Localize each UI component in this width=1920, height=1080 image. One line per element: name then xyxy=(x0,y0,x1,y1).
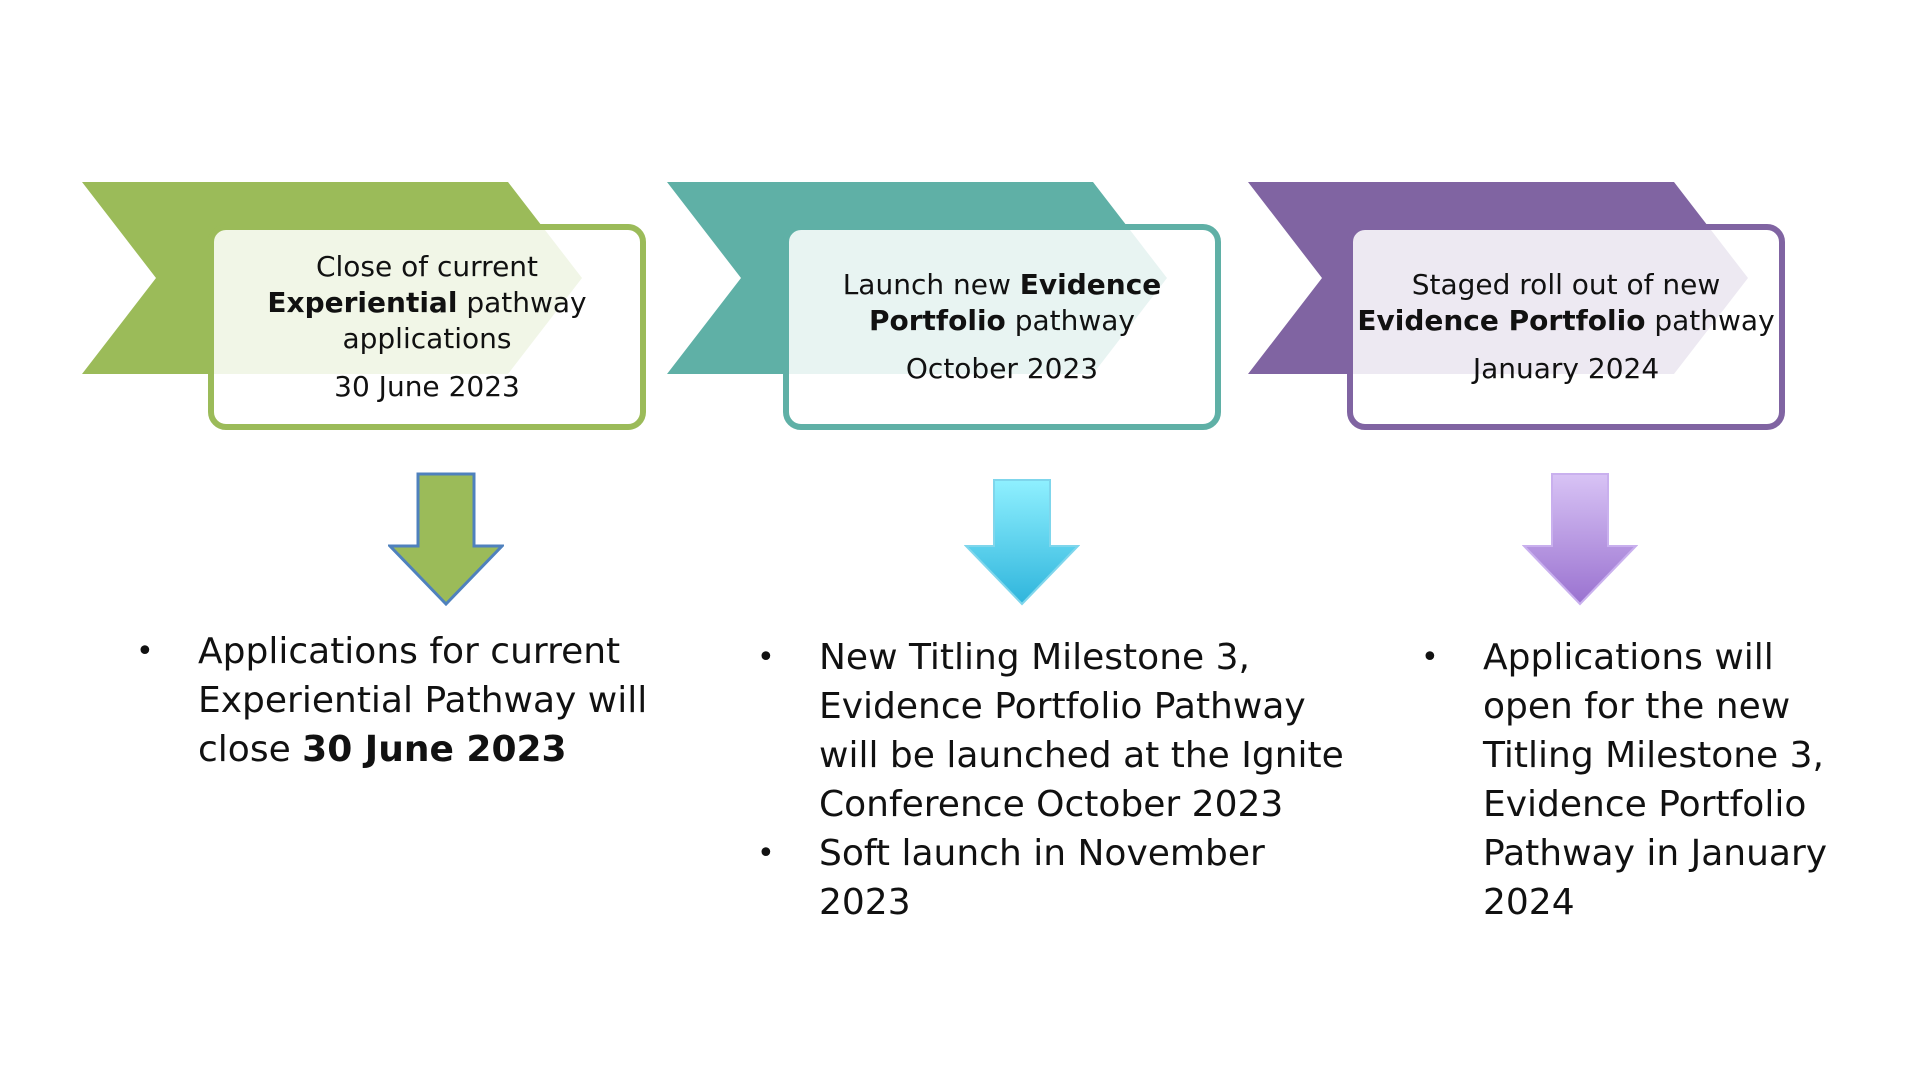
text-run: pathway xyxy=(1645,304,1775,337)
text-run: Soft launch in November 2023 xyxy=(819,833,1265,923)
stage-2-date: October 2023 xyxy=(905,352,1099,385)
text-run: Applications will open for the new Titli… xyxy=(1483,637,1828,923)
text-run: Close of current xyxy=(315,250,539,283)
arrow-shape xyxy=(964,479,1080,606)
bold-text: 30 June 2023 xyxy=(302,729,567,770)
text-run: pathway xyxy=(1005,304,1135,337)
bullet-item: Soft launch in November 2023 xyxy=(757,829,1367,927)
arrow-shape xyxy=(1522,473,1638,606)
stage-2-notes: New Titling Milestone 3, Evidence Portfo… xyxy=(757,633,1367,927)
bold-text: Evidence Portfolio xyxy=(1357,304,1646,337)
stage-3-date: January 2024 xyxy=(1472,352,1660,385)
text-run: pathway xyxy=(457,286,587,319)
bullet-item: New Titling Milestone 3, Evidence Portfo… xyxy=(757,633,1367,829)
stage-3-notes: Applications will open for the new Titli… xyxy=(1421,633,1861,927)
down-arrow-3 xyxy=(1522,473,1638,606)
text-run: applications xyxy=(342,322,512,355)
text-run: Applications for current Experiential Pa… xyxy=(198,631,648,770)
bullet-item: Applications for current Experiential Pa… xyxy=(136,627,656,774)
bullet-item: Applications will open for the new Titli… xyxy=(1421,633,1861,927)
stage-1-notes: Applications for current Experiential Pa… xyxy=(136,627,656,774)
text-run: New Titling Milestone 3, Evidence Portfo… xyxy=(819,637,1344,825)
bold-text: Experiential xyxy=(267,286,458,319)
text-run: Staged roll out of new xyxy=(1411,268,1721,301)
bold-text: Portfolio xyxy=(868,304,1006,337)
down-arrow-2 xyxy=(964,479,1080,606)
stage-1-date: 30 June 2023 xyxy=(334,370,520,403)
bold-text: Evidence xyxy=(1019,268,1162,301)
arrow-shape xyxy=(388,472,504,606)
down-arrow-1 xyxy=(388,472,504,606)
text-run: Launch new xyxy=(842,268,1020,301)
